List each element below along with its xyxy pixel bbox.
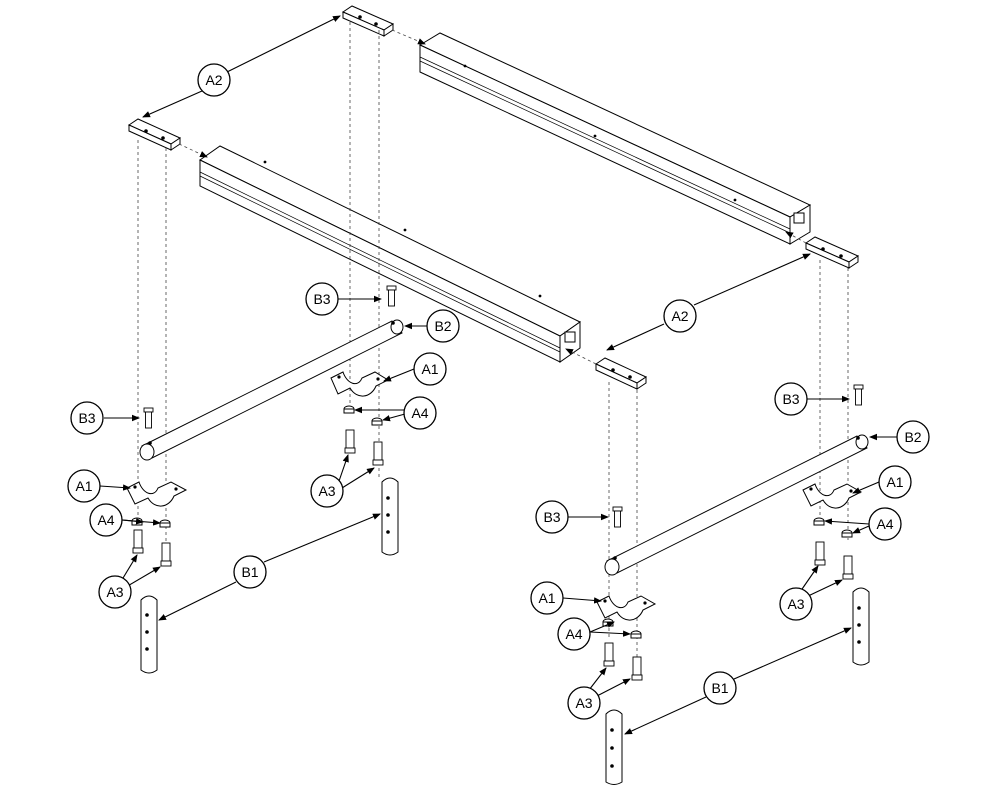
callout-label: A1 (421, 361, 438, 377)
callout-a1-1: A1 (413, 352, 447, 386)
callout-a4-4: A4 (557, 617, 591, 651)
callout-label: A1 (538, 590, 555, 606)
callout-a4-1: A4 (403, 396, 437, 430)
screws (132, 285, 864, 681)
callout-label: A2 (671, 308, 688, 324)
callout-label: A1 (75, 478, 92, 494)
callout-label: B3 (782, 391, 799, 407)
callout-a3-4: A3 (567, 686, 601, 720)
callout-a3-2: A3 (98, 575, 132, 609)
callout-label: A4 (876, 516, 893, 532)
callout-b3-1: B3 (305, 282, 339, 316)
callout-a4-3: A4 (868, 507, 902, 541)
callout-label: B3 (78, 410, 95, 426)
callout-label: A4 (97, 512, 114, 528)
rail-front (199, 145, 581, 363)
callout-a1-3: A1 (878, 465, 912, 499)
callout-label: B3 (543, 509, 560, 525)
tube-right (604, 434, 869, 576)
callout-label: A3 (318, 483, 335, 499)
callout-b2-2: B2 (896, 420, 930, 454)
bracket-2 (126, 481, 188, 507)
callout-b3-2: B3 (70, 401, 104, 435)
callout-b3-3: B3 (774, 382, 808, 416)
callout-label: A3 (106, 584, 123, 600)
end-cap-right (804, 236, 860, 269)
callout-label: B2 (904, 429, 921, 445)
callout-label: B1 (241, 564, 258, 580)
callout-b3-4: B3 (535, 500, 569, 534)
bracket-3 (802, 483, 863, 509)
tube-left (139, 319, 404, 461)
callout-a1-4: A1 (530, 581, 564, 615)
callout-label: A1 (886, 474, 903, 490)
callout-label: B3 (313, 291, 330, 307)
callout-label: A4 (565, 626, 582, 642)
callout-label: A3 (575, 695, 592, 711)
end-cap-top-left (341, 5, 395, 37)
leg-4 (605, 709, 623, 785)
callout-label: A4 (411, 405, 428, 421)
leg-1 (381, 477, 399, 556)
callout-b1-1: B1 (233, 555, 267, 589)
end-cap-center (594, 357, 648, 390)
leg-2 (140, 595, 158, 674)
callout-label: B2 (434, 318, 451, 334)
callout-a3-3: A3 (779, 587, 813, 621)
bracket-1 (330, 371, 390, 397)
insert-guide-1 (391, 29, 426, 45)
bracket-4 (596, 595, 657, 621)
leader-lines (99, 15, 897, 735)
callout-a4-2: A4 (89, 503, 123, 537)
callout-label: A3 (787, 596, 804, 612)
insert-guide-2 (178, 143, 208, 158)
callout-a2-top: A2 (197, 63, 231, 97)
callout-a1-2: A1 (67, 469, 101, 503)
callout-b1-2: B1 (703, 671, 737, 705)
insert-guide-3 (785, 231, 807, 244)
end-cap-middle-left (127, 118, 182, 151)
callout-a3-1: A3 (310, 474, 344, 508)
callout-b2-1: B2 (426, 309, 460, 343)
rail-back (418, 32, 812, 245)
callout-label: B1 (711, 680, 728, 696)
callout-label: A2 (205, 72, 222, 88)
leg-3 (852, 587, 870, 666)
callout-a2-right: A2 (663, 299, 697, 333)
nuts (131, 405, 853, 639)
